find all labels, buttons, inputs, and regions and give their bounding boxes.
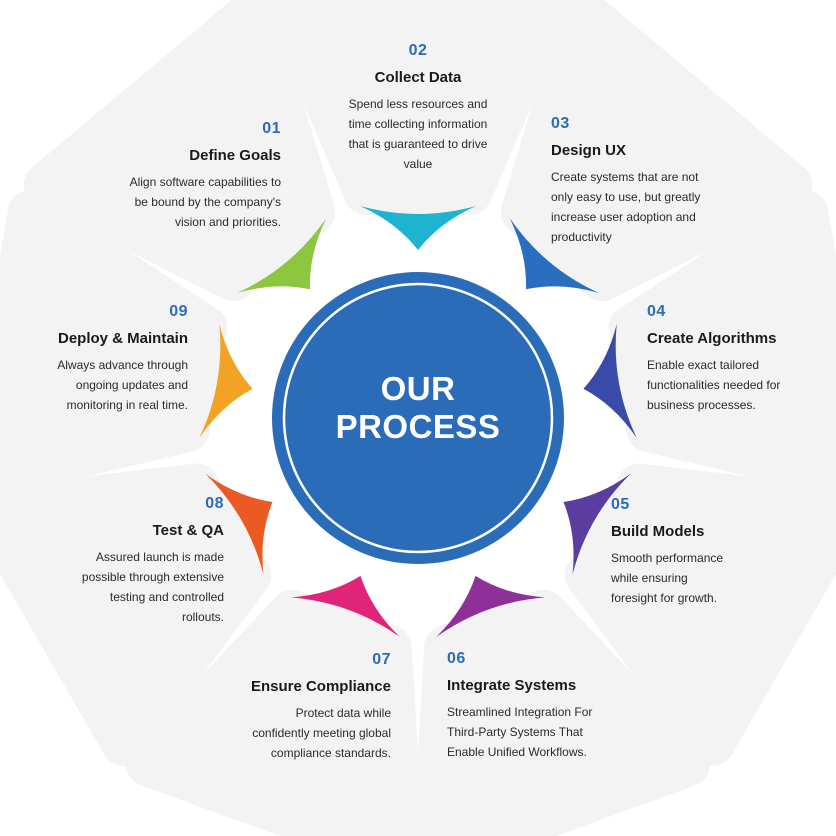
- step-card-06: 06 Integrate Systems Streamlined Integra…: [447, 650, 597, 762]
- step-card-bg-08: [0, 463, 272, 766]
- step-card-bg-06: [413, 589, 710, 836]
- step-accent-chevron-01: [237, 218, 327, 293]
- step-card-02: 02 Collect Data Spend less resources and…: [343, 42, 493, 174]
- step-card-bg-09: [0, 190, 228, 497]
- step-accent-chevron-03: [509, 218, 599, 293]
- step-title: Ensure Compliance: [250, 678, 391, 695]
- step-number: 05: [611, 496, 630, 513]
- step-number: 07: [372, 651, 391, 668]
- step-description: Smooth performance while ensuring foresi…: [611, 551, 724, 605]
- step-description: Always advance through ongoing updates a…: [57, 358, 188, 412]
- step-number: 03: [551, 115, 570, 132]
- step-card-bg-04: [608, 190, 836, 497]
- step-description: Align software capabilities to be bound …: [129, 175, 281, 229]
- step-accent-chevron-05: [563, 473, 631, 575]
- hub-title-line-1: OUR: [380, 370, 456, 407]
- hub-circle: [272, 272, 564, 564]
- step-title: Build Models: [611, 523, 705, 540]
- step-title: Create Algorithms: [647, 330, 777, 347]
- step-description: Enable exact tailored functionalities ne…: [647, 358, 781, 412]
- step-card-04: 04 Create Algorithms Enable exact tailor…: [647, 303, 807, 415]
- step-title: Deploy & Maintain: [57, 330, 188, 347]
- step-number: 09: [169, 303, 188, 320]
- step-card-05: 05 Build Models Smooth performance while…: [611, 496, 736, 608]
- step-number: 01: [262, 120, 281, 137]
- step-card-bg-07: [126, 589, 423, 836]
- step-title: Design UX: [551, 142, 627, 159]
- hub-title-line-2: PROCESS: [335, 408, 501, 445]
- step-card-bg-05: [564, 463, 836, 766]
- step-number: 06: [447, 650, 466, 667]
- step-accent-chevron-06: [436, 575, 545, 638]
- step-number: 04: [647, 303, 666, 320]
- step-card-07: 07 Ensure Compliance Protect data while …: [236, 651, 391, 763]
- step-accent-chevron-07: [291, 575, 400, 638]
- step-title: Define Goals: [189, 147, 281, 164]
- step-card-08: 08 Test & QA Assured launch is made poss…: [74, 495, 224, 627]
- step-description: Assured launch is made possible through …: [81, 550, 224, 624]
- hub-ring: [282, 282, 554, 554]
- step-card-bg-03: [500, 0, 813, 302]
- step-card-03: 03 Design UX Create systems that are not…: [551, 115, 701, 247]
- step-accent-chevron-02: [360, 206, 476, 250]
- step-accent-chevron-04: [583, 324, 637, 439]
- step-number: 02: [408, 42, 428, 59]
- step-title: Test & QA: [152, 522, 224, 539]
- step-card-01: 01 Define Goals Align software capabilit…: [120, 120, 281, 232]
- step-description: Spend less resources and time collecting…: [348, 97, 488, 171]
- step-number: 08: [205, 495, 224, 512]
- step-accent-chevron-08: [205, 473, 273, 575]
- step-title: Integrate Systems: [447, 677, 577, 694]
- step-title: Collect Data: [374, 69, 462, 86]
- step-description: Protect data while confidently meeting g…: [252, 706, 391, 760]
- step-card-bg-02: [261, 0, 575, 215]
- step-description: Create systems that are not only easy to…: [551, 170, 701, 244]
- step-description: Streamlined Integration For Third-Party …: [447, 705, 593, 759]
- step-card-bg-01: [23, 0, 336, 302]
- hub-title: OUR PROCESS: [318, 370, 518, 446]
- step-card-09: 09 Deploy & Maintain Always advance thro…: [36, 303, 188, 415]
- step-accent-chevron-09: [199, 324, 253, 439]
